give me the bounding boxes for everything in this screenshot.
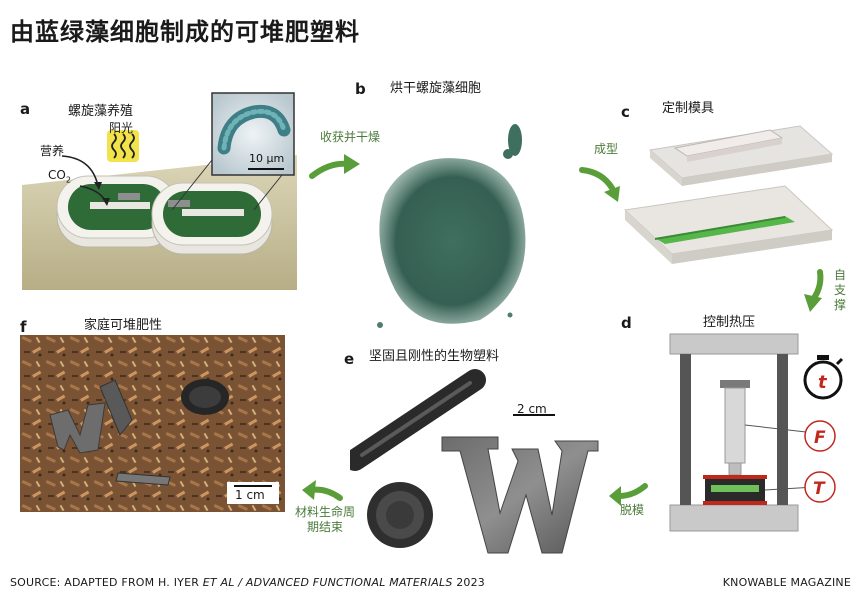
arrow-mold-label: 成型 xyxy=(594,142,619,156)
dried-spirulina-powder xyxy=(377,124,526,328)
nutrients-label: 营养 xyxy=(40,144,65,158)
compost-photo xyxy=(20,335,285,512)
source-credit: SOURCE: ADAPTED FROM H. IYER ET AL / ADV… xyxy=(10,576,486,589)
bioplastic-samples xyxy=(350,369,599,554)
temperature-symbol: T xyxy=(813,479,826,499)
panel-e-label: 坚固且刚性的生物塑料 xyxy=(369,349,500,364)
sunlight-icon xyxy=(107,130,139,162)
force-indicator xyxy=(804,420,836,452)
force-symbol: F xyxy=(814,428,826,448)
stopwatch-icon: t xyxy=(803,355,844,400)
panel-b-label: 烘干螺旋藻细胞 xyxy=(390,81,482,96)
arrow-demold-label: 脱模 xyxy=(620,503,645,517)
arrow-demold-icon xyxy=(609,483,648,506)
panel-c-label: 定制模具 xyxy=(662,101,715,116)
arrow-harvest-label: 收获并干燥 xyxy=(320,130,381,144)
panel-c-letter: c xyxy=(621,103,630,121)
micrograph-scale-label: 10 µm xyxy=(249,152,285,165)
arrow-mold-icon xyxy=(579,167,620,202)
co2-label: CO2 xyxy=(48,168,71,185)
figure-title: 由蓝绿藻细胞制成的可堆肥塑料 xyxy=(10,18,360,46)
panel-d-label: 控制热压 xyxy=(703,315,756,330)
panel-f-letter: f xyxy=(20,318,27,336)
arrow-end-of-life-label: 材料生命周期结束 xyxy=(295,505,356,534)
arrow-self-support-label: 自支撑 xyxy=(833,268,846,312)
arrow-end-of-life-icon xyxy=(302,480,343,501)
f-scale-label: 1 cm xyxy=(235,488,265,502)
panel-a-label: 螺旋藻养殖 xyxy=(68,104,134,119)
panel-a-letter: a xyxy=(20,100,31,118)
panel-f-label: 家庭可堆肥性 xyxy=(84,318,163,333)
arrow-harvest-icon xyxy=(309,154,360,179)
panel-e-letter: e xyxy=(344,350,355,368)
panel-b-letter: b xyxy=(355,80,366,98)
temperature-indicator xyxy=(804,471,836,503)
custom-mold-illustration xyxy=(623,125,834,264)
publisher-brand: KNOWABLE MAGAZINE xyxy=(722,576,851,589)
composting-w-piece xyxy=(49,402,106,454)
panel-d-letter: d xyxy=(621,314,632,332)
bioplastic-w-letter xyxy=(441,436,599,554)
algae-ponds-illustration xyxy=(22,92,297,290)
time-symbol: t xyxy=(818,372,828,393)
sunlight-label: 阳光 xyxy=(109,121,134,135)
hot-press-illustration: t F T xyxy=(669,333,844,532)
e-scale-label: 2 cm xyxy=(517,402,547,416)
arrow-self-support-icon xyxy=(804,269,824,312)
